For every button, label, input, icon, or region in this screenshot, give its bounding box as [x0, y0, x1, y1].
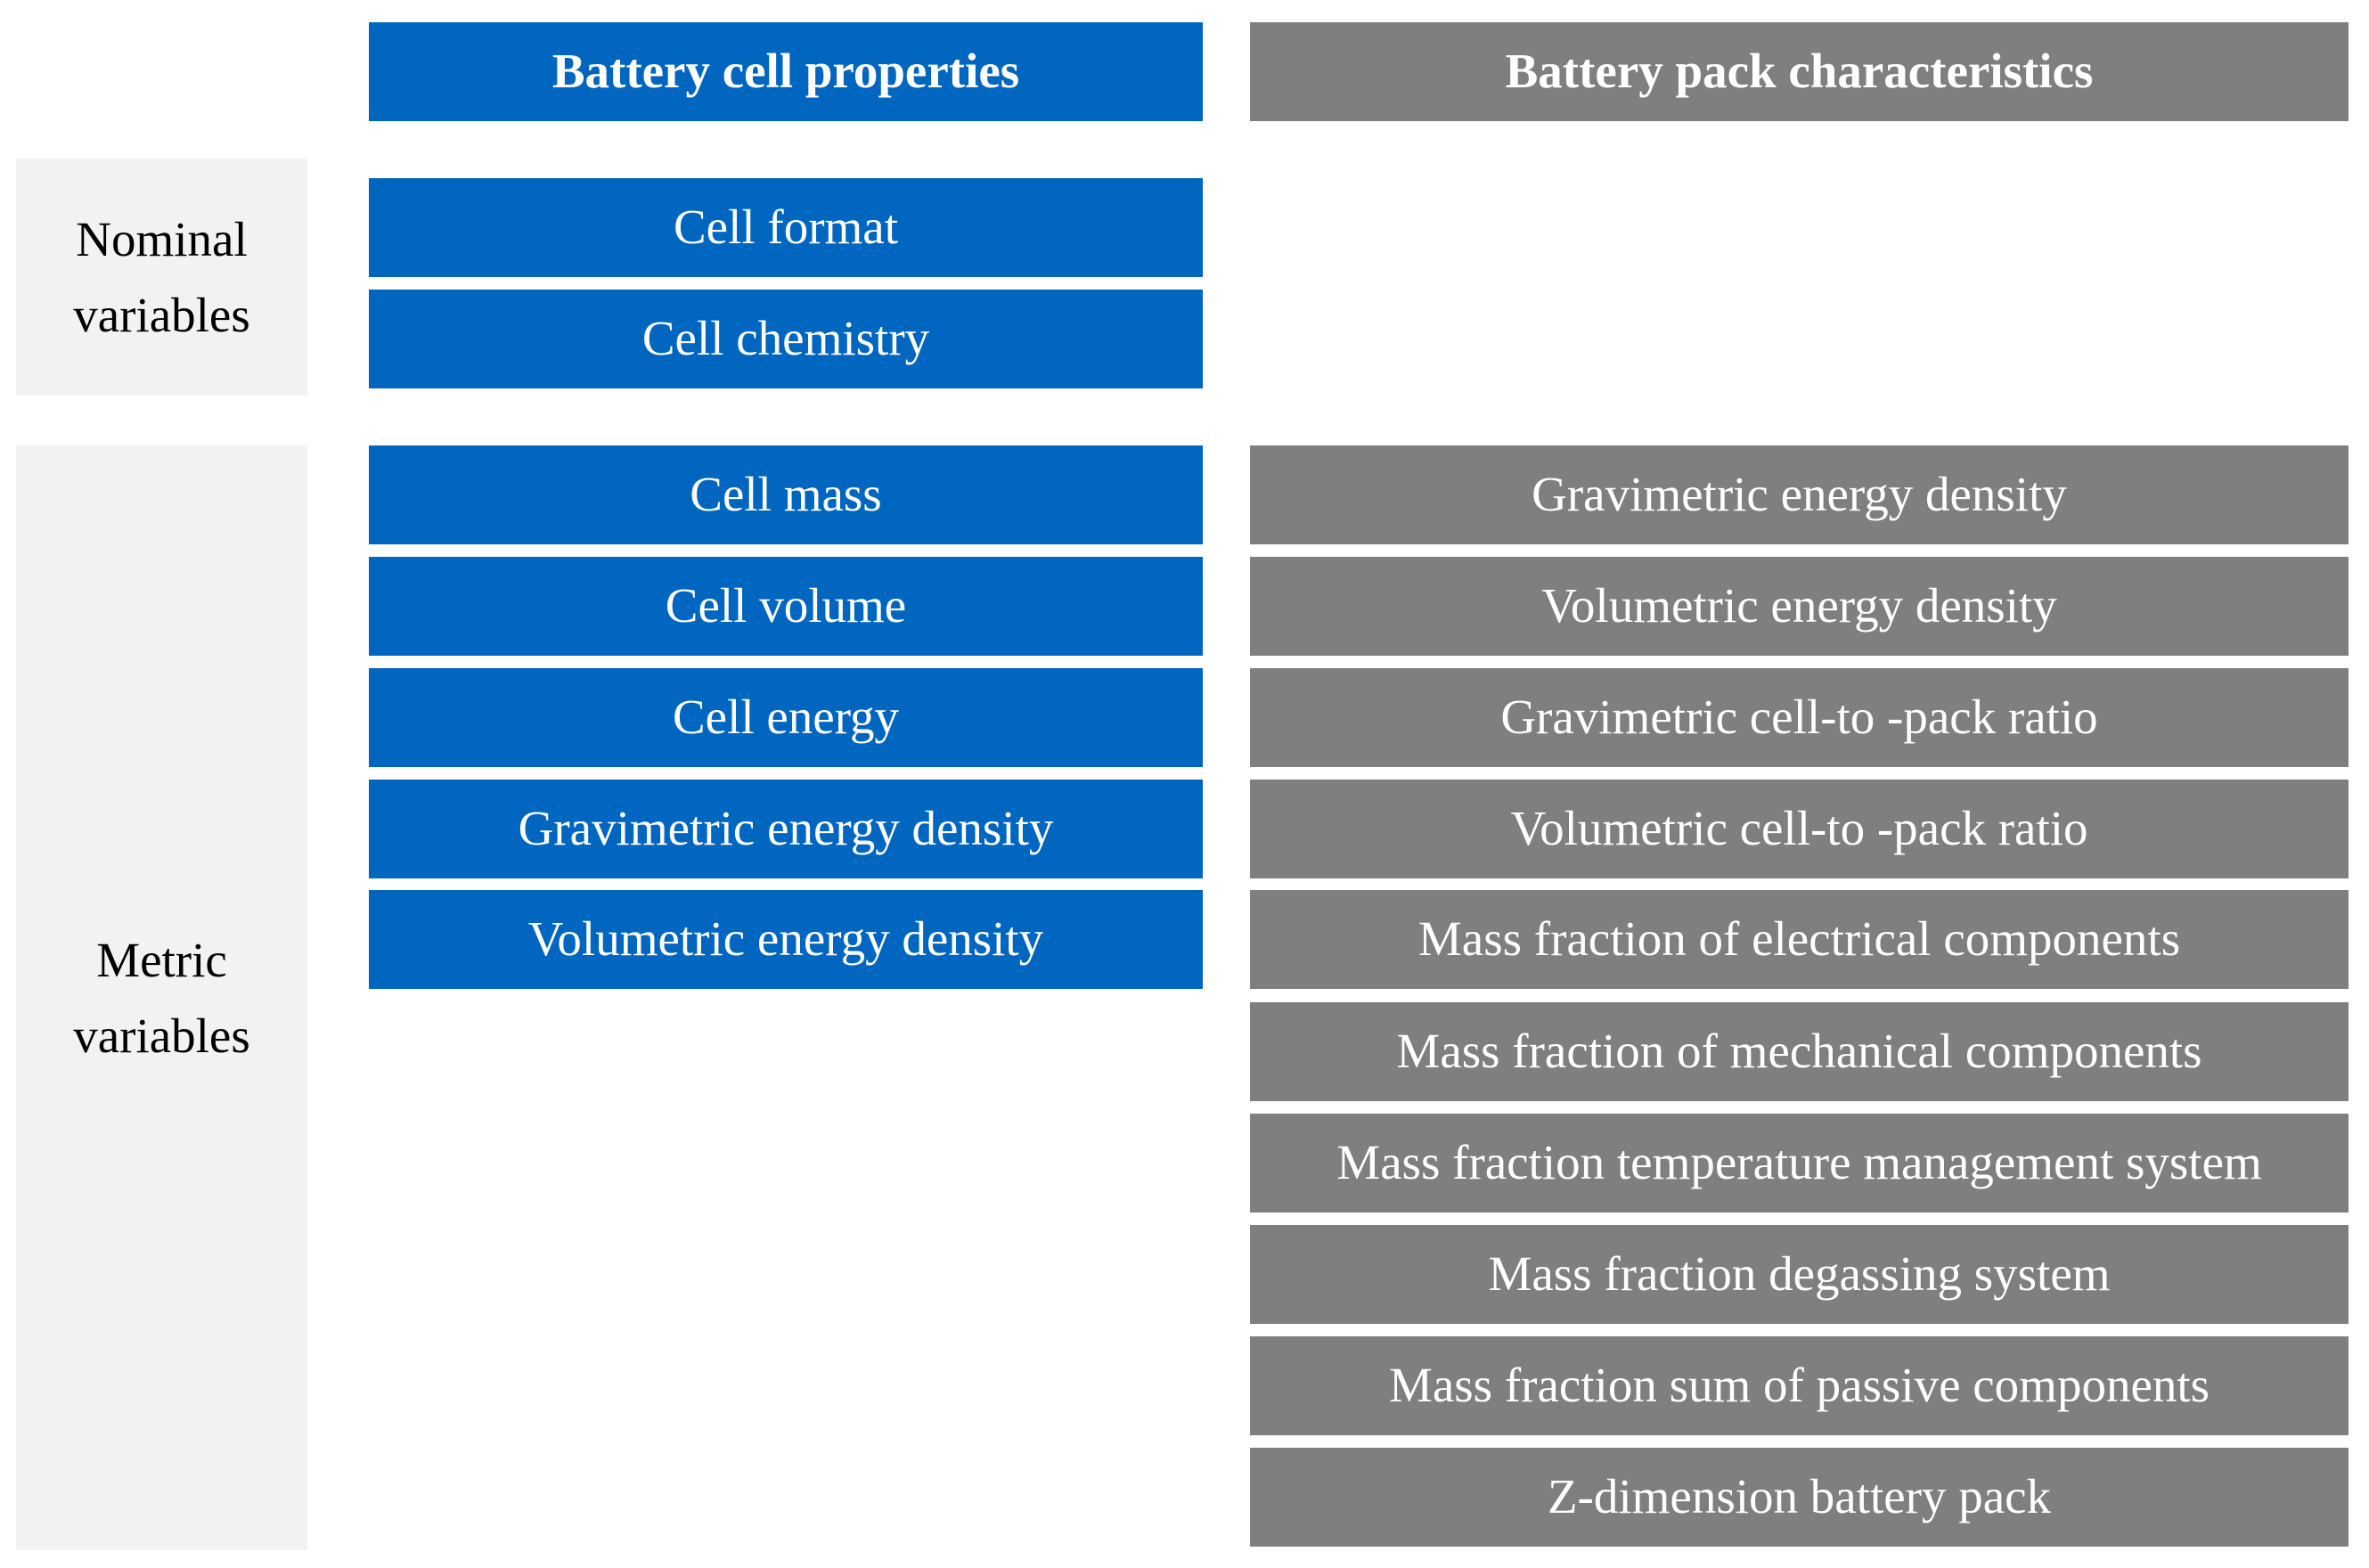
pack-characteristic-box: Volumetric energy density	[1250, 557, 2349, 656]
pack-characteristic-box: Mass fraction temperature management sys…	[1250, 1114, 2349, 1213]
cell-property-box: Cell format	[369, 178, 1203, 277]
pack-characteristic-box: Gravimetric cell-to -pack ratio	[1250, 668, 2349, 767]
pack-characteristic-box: Mass fraction of mechanical components	[1250, 1002, 2349, 1101]
pack-characteristic-box: Volumetric cell-to -pack ratio	[1250, 780, 2349, 878]
cell-property-box: Cell chemistry	[369, 290, 1203, 388]
pack-characteristic-box: Gravimetric energy density	[1250, 445, 2349, 544]
cell-property-box: Cell energy	[369, 668, 1203, 767]
cell-property-box: Cell volume	[369, 557, 1203, 656]
side-label-metric-line-2: variables	[73, 1009, 250, 1063]
pack-characteristic-box: Mass fraction sum of passive components	[1250, 1336, 2349, 1435]
side-label-metric-variables: Metric variables	[16, 445, 307, 1550]
side-label-metric-line-1: Metric	[96, 932, 227, 987]
side-label-nominal-line-2: variables	[73, 288, 250, 342]
cell-property-box: Gravimetric energy density	[369, 780, 1203, 878]
pack-characteristic-box: Z-dimension battery pack	[1250, 1448, 2349, 1547]
side-label-nominal-variables: Nominal variables	[16, 159, 307, 396]
header-battery-pack-characteristics: Battery pack characteristics	[1250, 22, 2349, 121]
pack-characteristic-box: Mass fraction degassing system	[1250, 1225, 2349, 1324]
side-label-nominal-line-1: Nominal	[76, 211, 248, 266]
cell-property-box: Volumetric energy density	[369, 890, 1203, 989]
pack-characteristic-box: Mass fraction of electrical components	[1250, 890, 2349, 989]
header-battery-cell-properties: Battery cell properties	[369, 22, 1203, 121]
cell-property-box: Cell mass	[369, 445, 1203, 544]
